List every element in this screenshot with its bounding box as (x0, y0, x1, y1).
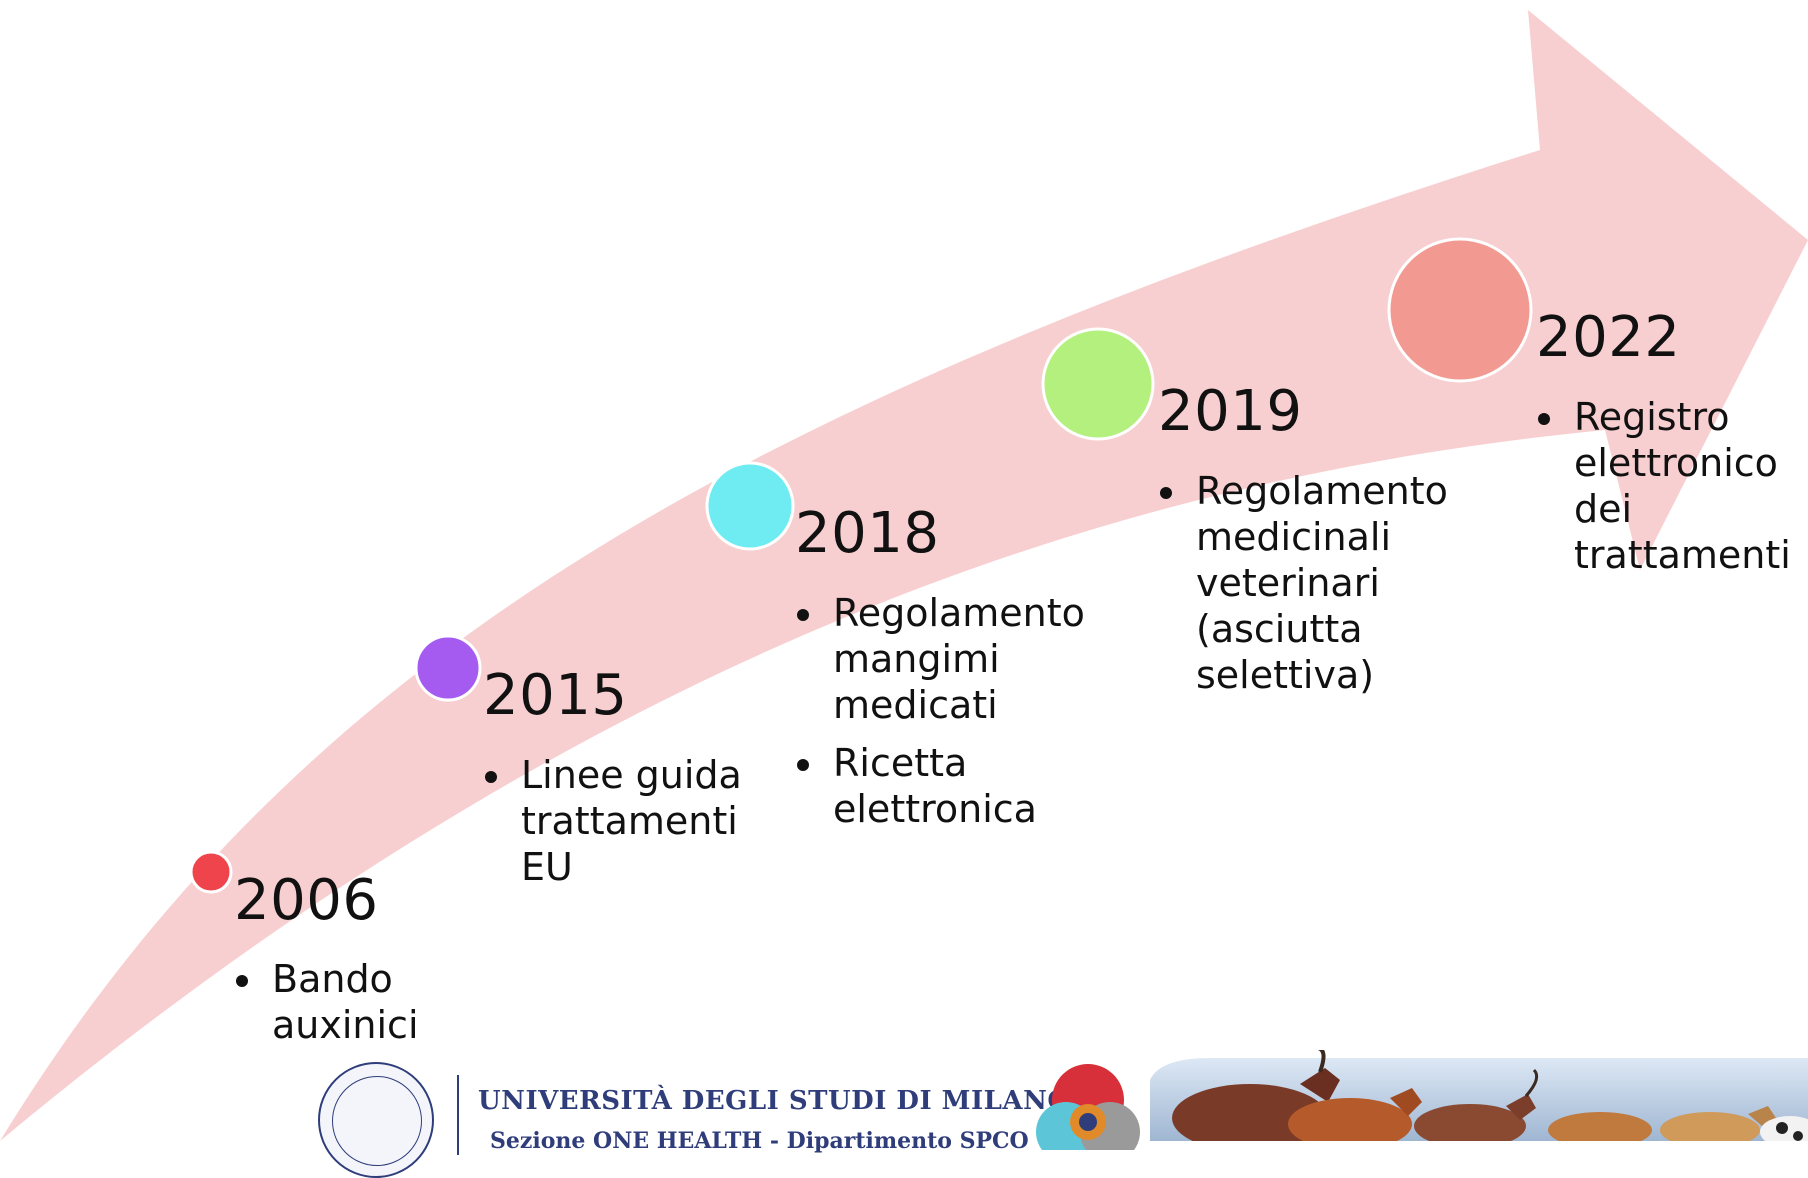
milestone-item: Registro elettronico dei trattamenti (1538, 394, 1791, 578)
one-health-logo (1036, 1064, 1140, 1150)
year-label-2022: 2022 (1536, 305, 1681, 370)
milestone-list-2019: Regolamento medicinali veterinari (asciu… (1160, 468, 1460, 710)
university-name: UNIVERSITÀ DEGLI STUDI DI MILANO (478, 1086, 1071, 1116)
year-label-2019: 2019 (1158, 379, 1303, 444)
milestone-item: Regolamento mangimi medicati (797, 590, 1097, 728)
milestone-list-2018: Regolamento mangimi medicati Ricetta ele… (797, 590, 1097, 844)
milestone-list-2022: Registro elettronico dei trattamenti (1538, 394, 1791, 590)
university-seal-logo (318, 1062, 434, 1178)
milestone-item: Regolamento medicinali veterinari (asciu… (1160, 468, 1460, 698)
growth-arrow (0, 10, 1808, 1141)
milestone-dot-2018 (705, 461, 795, 551)
cattle-breeds-image (1150, 1050, 1808, 1141)
milestone-item: Ricetta elettronica (797, 740, 1097, 832)
milestone-list-2006: Bando auxinici (236, 956, 456, 1060)
milestone-dot-2006 (189, 850, 233, 894)
footer-divider (457, 1075, 459, 1155)
year-label-2018: 2018 (795, 501, 940, 566)
milestone-item: Bando auxinici (236, 956, 456, 1048)
milestone-item: Linee guida trattamenti EU (485, 752, 775, 890)
milestone-dot-2022 (1387, 237, 1533, 383)
year-label-2006: 2006 (234, 868, 379, 933)
milestone-dot-2019 (1041, 327, 1155, 441)
year-label-2015: 2015 (483, 663, 628, 728)
timeline-graphic (0, 10, 1808, 1141)
milestone-list-2015: Linee guida trattamenti EU (485, 752, 775, 902)
department-subtitle: Sezione ONE HEALTH - Dipartimento SPCO (490, 1128, 1029, 1154)
milestone-dot-2015 (414, 634, 482, 702)
